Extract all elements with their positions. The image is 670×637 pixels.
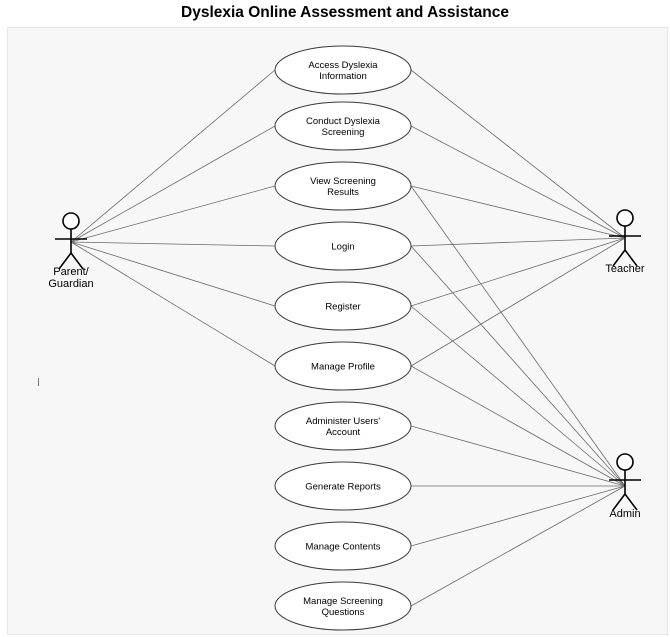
use-case-label: Questions	[322, 607, 365, 618]
association-line	[70, 69, 276, 243]
actor-left-leg	[58, 252, 72, 270]
use-case-label: Conduct Dyslexia	[306, 116, 381, 127]
actor-label: Admin	[609, 508, 640, 520]
association-lines	[70, 69, 626, 607]
use-case-generate-reports: Generate Reports	[274, 461, 412, 511]
association-line	[70, 241, 276, 367]
association-line	[410, 245, 626, 487]
use-case-ellipse	[274, 461, 412, 511]
actor-head	[616, 209, 634, 227]
use-case-login: Login	[274, 221, 412, 271]
association-line	[410, 69, 626, 239]
actor-left-leg	[612, 493, 626, 511]
use-case-ellipse	[274, 341, 412, 391]
use-case-label: Generate Reports	[305, 482, 381, 493]
association-line	[410, 237, 626, 367]
association-line	[70, 125, 276, 243]
actor-label: Parent/	[53, 266, 89, 278]
actor-teacher: Teacher	[605, 209, 645, 275]
use-case-label: Login	[331, 242, 354, 253]
use-case-label: Administer Users'	[306, 416, 380, 427]
association-line	[410, 365, 626, 487]
actor-label: Guardian	[48, 278, 93, 290]
association-line	[410, 485, 626, 607]
actor-label: Teacher	[605, 263, 644, 275]
association-line	[70, 241, 276, 307]
actor-right-leg	[624, 493, 638, 511]
actor-head	[62, 212, 80, 230]
use-case-label: Manage Screening	[303, 596, 383, 607]
association-line	[410, 485, 626, 547]
use-case-label: Manage Profile	[311, 362, 375, 373]
use-case-manage-contents: Manage Contents	[274, 521, 412, 571]
association-line	[410, 305, 626, 487]
actor-head	[616, 453, 634, 471]
actor-right-leg	[70, 252, 84, 270]
use-case-register: Register	[274, 281, 412, 331]
stray-mark	[38, 378, 39, 386]
association-line	[410, 185, 626, 239]
use-case-label: Screening	[322, 127, 365, 138]
association-line	[410, 425, 626, 487]
use-case-label: Access Dyslexia	[308, 60, 378, 71]
actor-admin: Admin	[609, 453, 641, 520]
actor-left-leg	[612, 249, 626, 267]
use-case-label: Register	[325, 302, 360, 313]
association-line	[70, 185, 276, 243]
use-case-manage-profile: Manage Profile	[274, 341, 412, 391]
use-case-label: Manage Contents	[306, 542, 381, 553]
use-case-label: Results	[327, 187, 359, 198]
association-line	[410, 125, 626, 239]
use-case-ellipse	[274, 521, 412, 571]
use-case-ellipse	[274, 401, 412, 451]
actor-parent: Parent/Guardian	[48, 212, 94, 290]
use-case-ellipse	[274, 281, 412, 331]
association-line	[410, 237, 626, 247]
diagram-title: Dyslexia Online Assessment and Assistanc…	[181, 4, 509, 21]
use-case-ellipse	[274, 161, 412, 211]
use-case-ellipse	[274, 221, 412, 271]
use-case-ellipse	[274, 101, 412, 151]
use-case-ellipse	[274, 45, 412, 95]
association-line	[70, 241, 276, 247]
use-case-label: Information	[319, 71, 367, 82]
use-case-label: Account	[326, 427, 361, 438]
actor-right-leg	[624, 249, 638, 267]
association-line	[410, 185, 626, 487]
use-case-administer-accounts: Administer Users'Account	[274, 401, 412, 451]
use-case-ellipse	[274, 581, 412, 631]
use-case-label: View Screening	[310, 176, 376, 187]
association-line	[410, 237, 626, 307]
